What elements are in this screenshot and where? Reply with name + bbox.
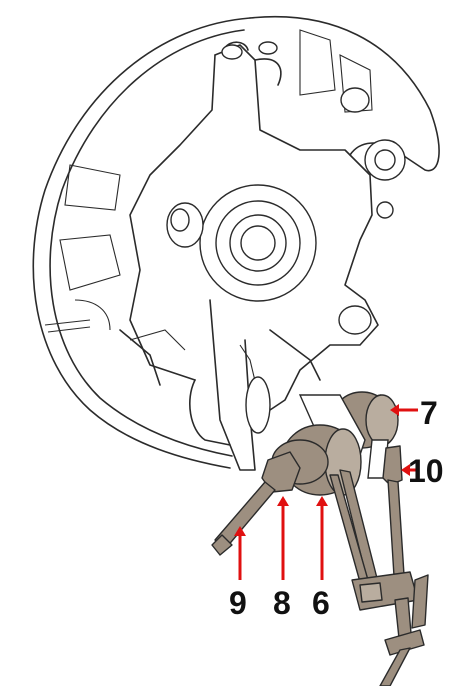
callout-label-10: 10 bbox=[408, 453, 444, 489]
callout-label-7: 7 bbox=[420, 395, 438, 431]
callout-label-9: 9 bbox=[229, 585, 247, 621]
steering-knuckle bbox=[119, 41, 406, 471]
press-tool bbox=[211, 391, 429, 686]
callout-arrows bbox=[234, 404, 418, 580]
callout-label-8: 8 bbox=[273, 585, 291, 621]
callout-label-6: 6 bbox=[312, 585, 330, 621]
